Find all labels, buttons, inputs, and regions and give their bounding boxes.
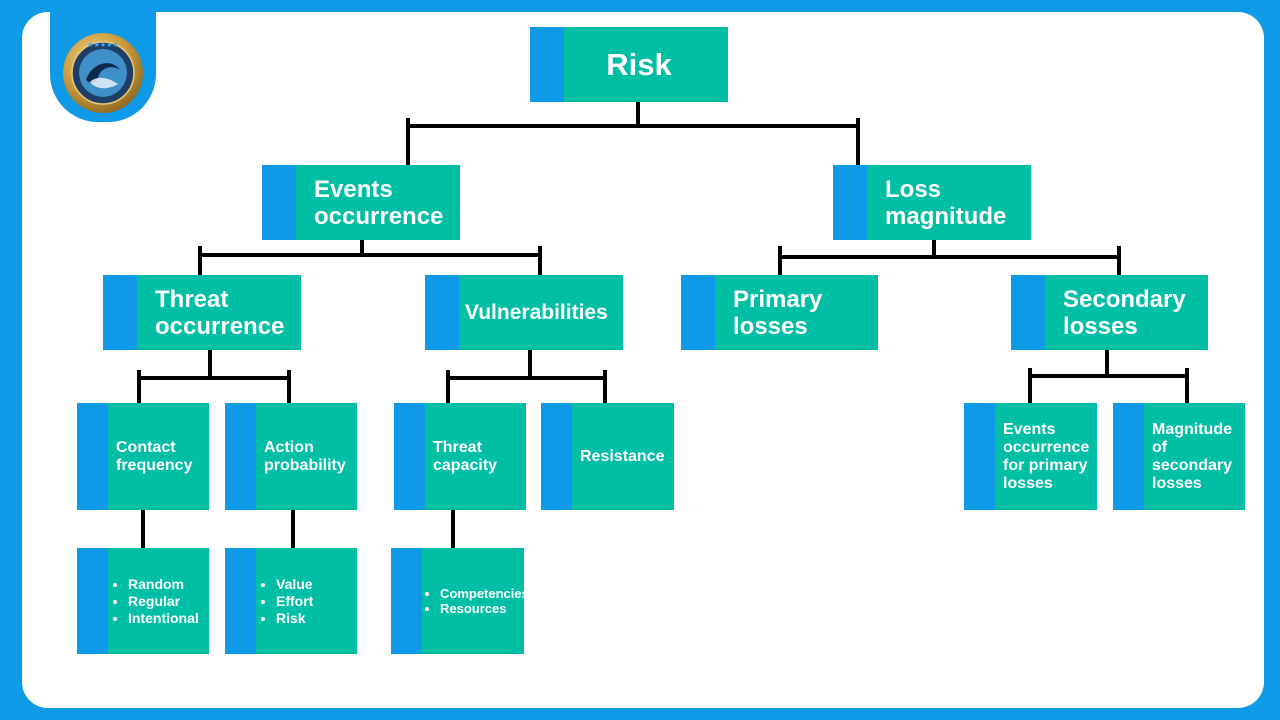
node-primary-losses: Primary losses	[681, 275, 878, 350]
list-item: Value	[276, 576, 313, 593]
node-vulnerabilities: Vulnerabilities	[425, 275, 623, 350]
action-probability-bullets: Value Effort Risk	[256, 576, 313, 627]
node-threat-occurrence-label: Threat occurrence	[155, 285, 285, 340]
threat-capacity-bullets: Competencies Resources	[422, 586, 524, 616]
list-item: Intentional	[128, 610, 199, 627]
certified-seal-logo: ★★★★★ REPUTATION UP CERTIFIED	[63, 33, 143, 113]
node-risk-label: Risk	[606, 46, 672, 82]
node-events-occurrence-label: Events occurrence	[314, 175, 444, 230]
node-loss-magnitude: Loss magnitude	[833, 165, 1031, 240]
node-threat-occurrence: Threat occurrence	[103, 275, 301, 350]
node-action-probability: Action probability	[225, 403, 357, 510]
list-item: Risk	[276, 610, 313, 627]
node-vulnerabilities-label: Vulnerabilities	[465, 301, 608, 324]
node-magnitude-secondary: Magnitude of secondary losses	[1113, 403, 1245, 510]
node-contact-frequency-list: Random Regular Intentional	[77, 548, 209, 654]
node-events-occurrence: Events occurrence	[262, 165, 460, 240]
contact-frequency-bullets: Random Regular Intentional	[108, 576, 199, 627]
node-primary-losses-label: Primary losses	[733, 285, 823, 340]
list-item: Effort	[276, 593, 313, 610]
svg-text:★★★★★: ★★★★★	[87, 41, 118, 49]
node-contact-frequency: Contact frequency	[77, 403, 209, 510]
node-secondary-losses-label: Secondary losses	[1063, 285, 1186, 340]
node-contact-frequency-label: Contact frequency	[116, 438, 193, 474]
node-risk: Risk	[530, 27, 728, 102]
list-item: Resources	[440, 601, 524, 616]
list-item: Regular	[128, 593, 199, 610]
node-loss-magnitude-label: Loss magnitude	[885, 175, 1007, 230]
node-events-occurrence-primary: Events occurrence for primary losses	[964, 403, 1097, 510]
node-resistance: Resistance	[541, 403, 674, 510]
list-item: Random	[128, 576, 199, 593]
node-threat-capacity-list: Competencies Resources	[391, 548, 524, 654]
node-magnitude-secondary-label: Magnitude of secondary losses	[1152, 420, 1233, 492]
node-threat-capacity-label: Threat capacity	[433, 438, 498, 474]
node-events-occurrence-primary-label: Events occurrence for primary losses	[1003, 420, 1090, 492]
node-action-probability-label: Action probability	[264, 438, 346, 474]
node-action-probability-list: Value Effort Risk	[225, 548, 357, 654]
list-item: Competencies	[440, 586, 524, 601]
node-threat-capacity: Threat capacity	[394, 403, 526, 510]
node-resistance-label: Resistance	[580, 447, 665, 465]
node-secondary-losses: Secondary losses	[1011, 275, 1208, 350]
